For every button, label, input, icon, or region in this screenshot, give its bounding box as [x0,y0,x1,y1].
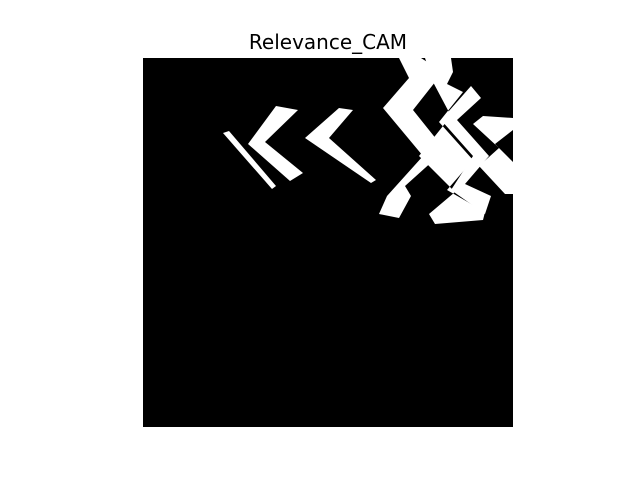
chevron-pattern [223,58,513,224]
zigzag-3 [441,86,491,214]
zigzag-1 [379,58,445,218]
chevron-right-edge [473,116,513,194]
chevron-1 [248,106,303,181]
image-axes [143,58,513,427]
zigzag-2 [419,58,485,224]
figure-title: Relevance_CAM [248,30,408,54]
relevance-map-image [143,58,513,427]
chevron-2 [305,108,376,183]
diagonal-stroke [223,131,276,189]
